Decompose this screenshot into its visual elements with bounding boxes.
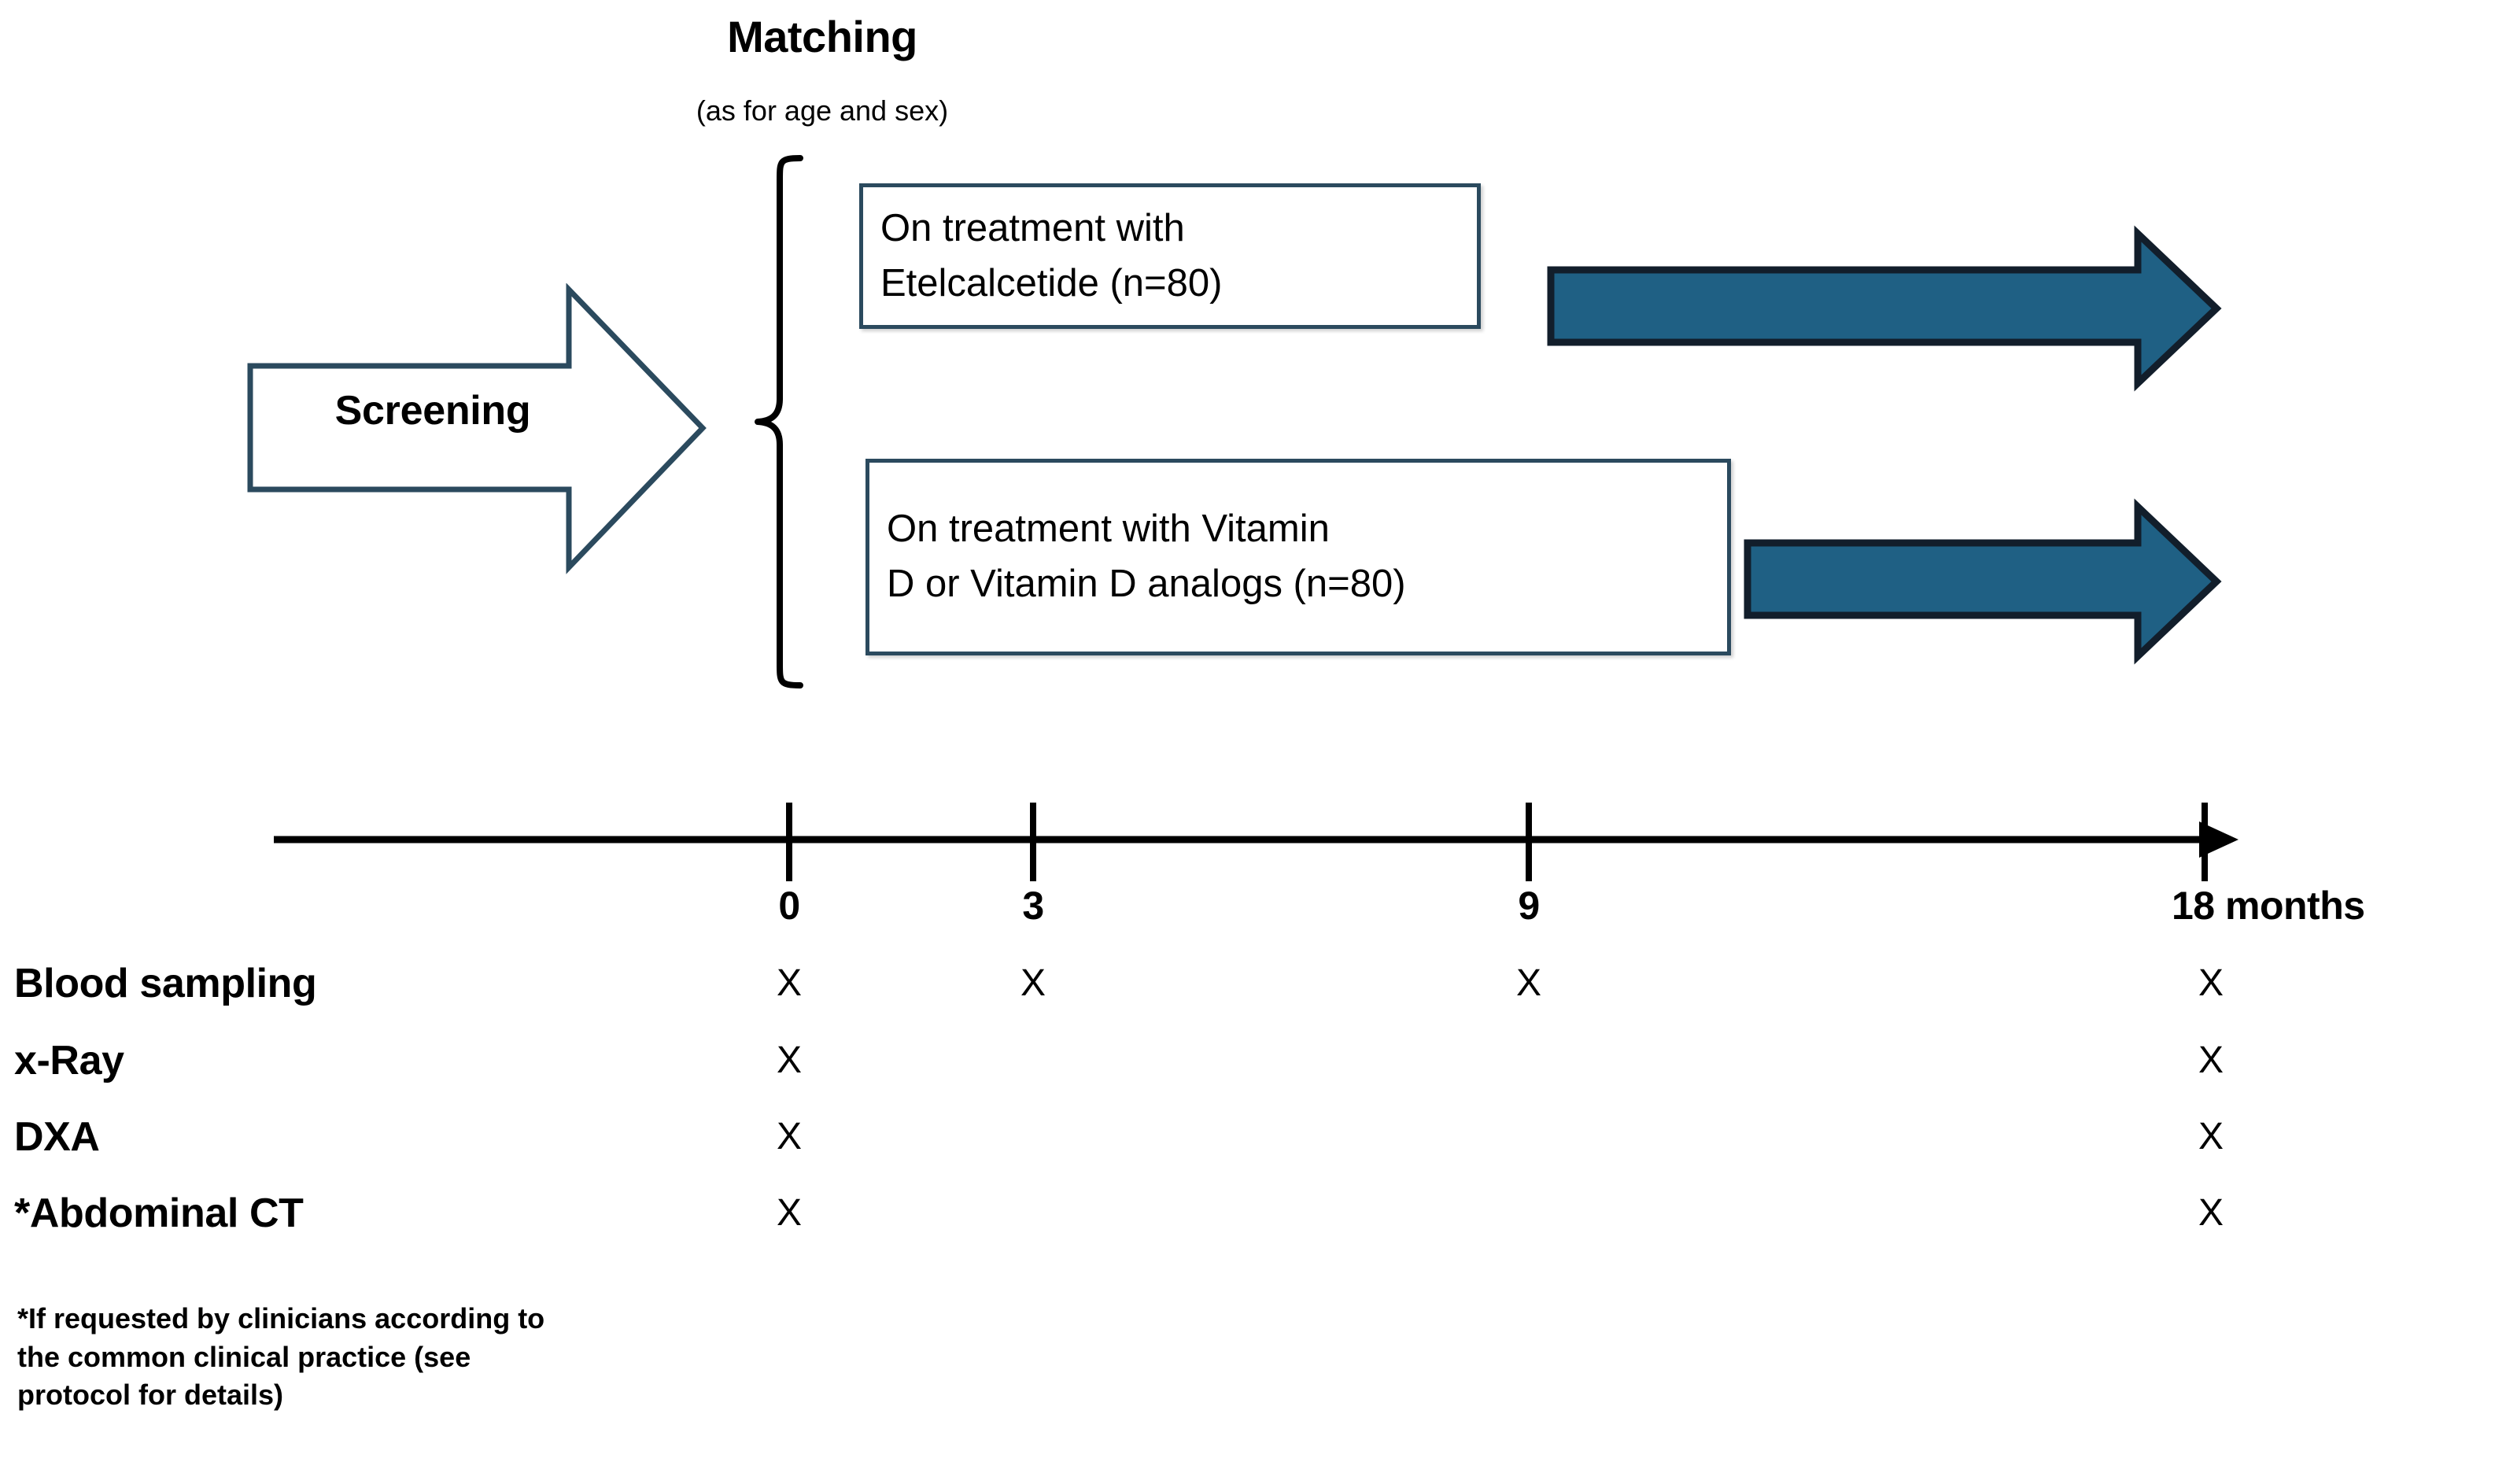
- footnote-text: *If requested by clinicians according to…: [17, 1302, 545, 1412]
- grouping-brace: [751, 153, 814, 688]
- schedule-row-label-x-ray: x-Ray: [14, 1038, 124, 1083]
- treatment-arm-box-vitamin-d: On treatment with Vitamin D or Vitamin D…: [865, 459, 1731, 655]
- right-arrow-icon: [1547, 225, 2222, 392]
- right-block-arrow-icon: [247, 282, 707, 574]
- schedule-row-label-dxa: DXA: [14, 1114, 100, 1160]
- schedule-row-label-abdominal-ct: *Abdominal CT: [14, 1191, 304, 1236]
- right-arrow-icon: [1744, 498, 2222, 665]
- matching-subtitle: (as for age and sex): [696, 94, 949, 127]
- timeline-tick-label-0: 0: [778, 884, 800, 928]
- schedule-mark-x-ray-18: X: [2198, 1039, 2224, 1081]
- horizontal-axis-arrow-icon: [274, 803, 2238, 881]
- schedule-mark-x-ray-0: X: [776, 1039, 802, 1081]
- schedule-mark-dxa-18: X: [2198, 1116, 2224, 1157]
- schedule-mark-blood-sampling-18: X: [2198, 962, 2224, 1004]
- schedule-mark-blood-sampling-9: X: [1515, 962, 1541, 1004]
- treatment-arm-label-vitamin-d: On treatment with Vitamin D or Vitamin D…: [887, 508, 1406, 605]
- timeline-tick-label-9: 9: [1518, 884, 1540, 928]
- schedule-mark-blood-sampling-3: X: [1020, 962, 1046, 1004]
- timeline-axis: [268, 795, 2242, 893]
- treatment-arm-label-etelcalcetide: On treatment with Etelcalcetide (n=80): [880, 206, 1223, 305]
- screening-block-arrow: [244, 282, 716, 574]
- treatment-arm-box-etelcalcetide: On treatment with Etelcalcetide (n=80): [859, 183, 1481, 329]
- timeline-tick-label-3: 3: [1022, 884, 1044, 928]
- followup-arrow-etelcalcetide: [1546, 224, 2223, 393]
- matching-title: Matching: [727, 12, 917, 61]
- curly-brace-icon: [755, 155, 803, 688]
- schedule-mark-blood-sampling-0: X: [776, 962, 802, 1004]
- screening-label: Screening: [334, 388, 531, 434]
- schedule-mark-abdominal-ct-18: X: [2198, 1192, 2224, 1234]
- schedule-row-label-blood-sampling: Blood sampling: [14, 961, 317, 1006]
- schedule-mark-dxa-0: X: [776, 1116, 802, 1157]
- timeline-tick-label-18-months: 18 months: [2172, 884, 2365, 928]
- followup-arrow-vitamin-d: [1743, 497, 2223, 666]
- schedule-mark-abdominal-ct-0: X: [776, 1192, 802, 1234]
